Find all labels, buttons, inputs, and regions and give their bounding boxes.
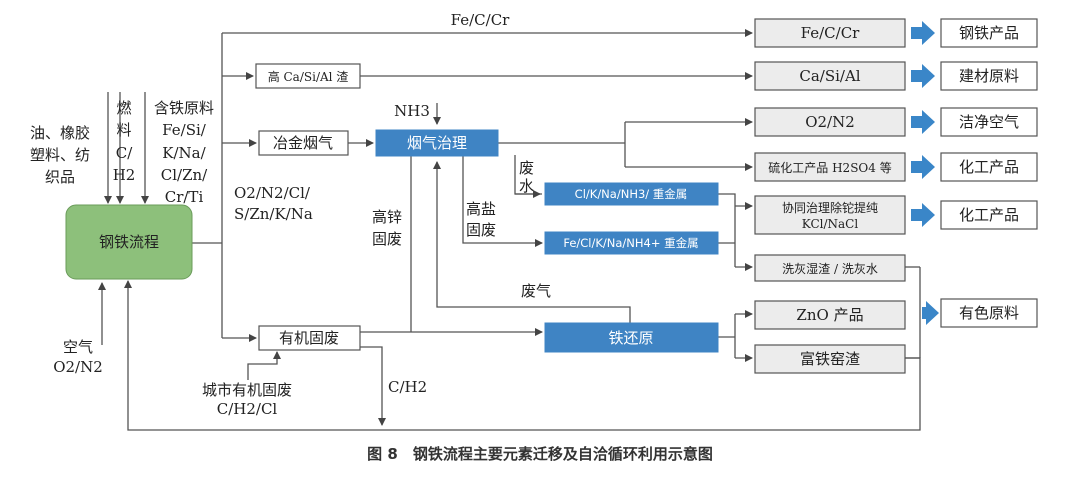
arrow-right-icon [911,64,935,88]
slag-label: 高 Ca/Si/Al 渣 [268,69,349,84]
air-label-1: 空气 [63,338,93,356]
svg-text:化工产品: 化工产品 [959,206,1019,224]
arrow-right-icon [911,155,935,179]
connectors [98,29,921,431]
fuel-label-4: H2 [113,166,136,184]
steel-process-label: 钢铁流程 [99,233,159,251]
gas-list-label-2: S/Zn/K/Na [234,205,313,223]
exhaust-label: 废气 [521,282,551,300]
svg-text:ZnO 产品: ZnO 产品 [796,306,863,324]
svg-text:Fe/C/Cr: Fe/C/Cr [801,24,861,42]
output-zno: ZnO 产品 [754,300,906,330]
fuel-label-2: 料 [116,121,131,139]
arrow-right-icon [911,110,935,134]
flue-gas-node: 冶金烟气 [258,130,349,156]
iron-label-4: Cl/Zn/ [161,166,208,184]
input-labels: 油、橡胶 塑料、纺 织品 燃 料 C/ H2 含铁原料 Fe/Si/ K/Na/… [30,99,214,206]
wastewater-box-1: Cl/K/Na/NH3/ 重金属 [544,182,719,206]
output-casial: Ca/Si/Al [754,61,906,91]
wastewater-label-2: 水 [519,177,534,195]
fuel-label-3: C/ [116,144,133,162]
final-clean-air: 洁净空气 [940,107,1038,137]
svg-text:协同治理除铊提纯: 协同治理除铊提纯 [782,200,878,215]
oil-label-1: 油、橡胶 [30,124,90,142]
iron-label-1: 含铁原料 [154,99,214,117]
urban-waste-label-2: C/H2/Cl [217,400,278,418]
output-o2n2: O2/N2 [754,107,906,137]
final-chem-2: 化工产品 [940,200,1038,230]
iron-label-5: Cr/Ti [165,188,204,206]
oil-label-2: 塑料、纺 [30,146,90,164]
c-h2-label: C/H2 [388,378,427,396]
gas-list-label-1: O2/N2/Cl/ [234,184,311,202]
final-nonferrous: 有色原料 [940,298,1038,328]
output-fe-slag: 富铁窑渣 [754,344,906,374]
figure-caption: 图 8 钢铁流程主要元素迁移及自洽循环利用示意图 [367,445,713,463]
wastewater-label-1: 废 [519,159,534,177]
wastewater-box-2-label: Fe/Cl/K/Na/NH4+ 重金属 [563,236,698,250]
output-fecc: Fe/C/Cr [754,18,906,48]
svg-text:钢铁产品: 钢铁产品 [959,24,1019,42]
organic-waste-node: 有机固废 [258,325,361,351]
wastewater-box-1-label: Cl/K/Na/NH3/ 重金属 [575,187,688,201]
iron-reduction-node: 铁还原 [544,322,719,353]
arrow-right-icon [922,301,939,325]
svg-text:化工产品: 化工产品 [959,158,1019,176]
svg-text:有色原料: 有色原料 [959,304,1019,322]
fat-arrows [911,21,939,325]
output-sulfur: 硫化工产品 H2SO4 等 [754,152,906,182]
organic-waste-label: 有机固废 [279,329,339,347]
svg-text:洁净空气: 洁净空气 [959,113,1019,131]
iron-label-3: K/Na/ [162,144,206,162]
oil-label-3: 织品 [45,168,75,186]
iron-reduction-label: 铁还原 [608,329,653,347]
svg-text:Ca/Si/Al: Ca/Si/Al [799,67,860,85]
wastewater-box-2: Fe/Cl/K/Na/NH4+ 重金属 [544,231,719,255]
high-zn-label-2: 固废 [372,230,402,248]
flue-gas-label: 冶金烟气 [273,134,333,152]
final-steel-product: 钢铁产品 [940,18,1038,48]
iron-label-2: Fe/Si/ [162,121,207,139]
svg-text:洗灰湿渣 / 洗灰水: 洗灰湿渣 / 洗灰水 [782,261,878,276]
free-labels: Fe/C/Cr NH3 O2/N2/Cl/ S/Zn/K/Na 高锌 固废 废 … [53,11,551,418]
slag-node: 高 Ca/Si/Al 渣 [255,63,361,89]
high-zn-label-1: 高锌 [372,208,402,226]
svg-text:硫化工产品 H2SO4 等: 硫化工产品 H2SO4 等 [768,160,891,175]
nh3-label: NH3 [394,102,430,120]
final-chem-1: 化工产品 [940,152,1038,182]
flue-treatment-node: 烟气治理 [375,129,499,157]
flue-treatment-label: 烟气治理 [407,134,467,152]
arrow-right-icon [911,21,935,45]
svg-text:富铁窑渣: 富铁窑渣 [800,350,860,368]
output-ash: 洗灰湿渣 / 洗灰水 [754,254,906,282]
svg-text:建材原料: 建材原料 [959,67,1019,85]
urban-waste-label-1: 城市有机固废 [202,381,292,399]
svg-text:O2/N2: O2/N2 [805,113,855,131]
output-kcl: 协同治理除铊提纯 KCl/NaCl [754,195,906,235]
high-salt-label-2: 固废 [466,221,496,239]
svg-text:KCl/NaCl: KCl/NaCl [802,217,859,231]
high-salt-label-1: 高盐 [466,200,496,218]
fuel-label-1: 燃 [116,99,131,117]
arrow-right-icon [911,203,935,227]
final-building: 建材原料 [940,61,1038,91]
top-fecc-label: Fe/C/Cr [451,11,511,29]
air-label-2: O2/N2 [53,358,103,376]
steel-process-node: 钢铁流程 [65,204,193,280]
